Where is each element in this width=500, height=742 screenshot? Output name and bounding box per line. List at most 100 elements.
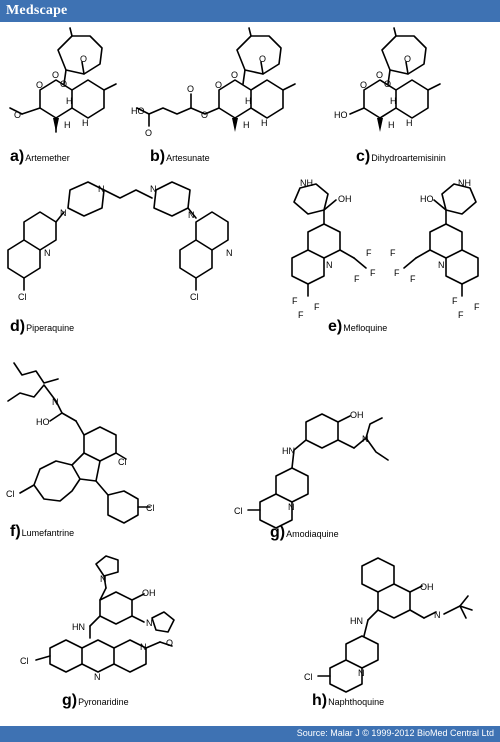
atom-label: HO	[420, 194, 434, 204]
atom-label: N	[98, 184, 105, 194]
atom-label: N	[52, 397, 59, 407]
atom-label: O	[52, 70, 59, 80]
structure-mefloquine: NH OH N F F F F F F HO NH N F F F F F F	[291, 178, 480, 320]
panel-letter: c	[356, 148, 365, 165]
structure-pyronaridine: N OH N HN N N O Cl	[20, 555, 175, 682]
caption-artesunate: b)Artesunate	[150, 148, 210, 165]
molecule-name: Artesunate	[166, 153, 210, 163]
atom-label: HO	[131, 106, 145, 116]
atom-label: F	[314, 302, 320, 312]
atom-label: OH	[350, 410, 364, 420]
structure-artesunate: HO O O O O O O H H H	[131, 27, 296, 138]
atom-label: O	[166, 638, 173, 648]
atom-label: OH	[338, 194, 352, 204]
atom-label: O	[360, 80, 367, 90]
molecule-name: Mefloquine	[343, 323, 388, 333]
atom-label: H	[82, 118, 89, 128]
atom-label: O	[80, 54, 87, 64]
caption-naphthoquine: h)Naphthoquine	[312, 692, 385, 709]
molecule-name: Pyronaridine	[78, 697, 129, 707]
panel-letter: d	[10, 318, 20, 335]
atom-label: O	[384, 79, 391, 89]
atom-label: HN	[72, 622, 85, 632]
structure-lumefantrine: N HO Cl Cl Cl	[6, 362, 155, 524]
atom-label: N	[150, 184, 157, 194]
atom-label: N	[140, 642, 147, 652]
molecule-name: Piperaquine	[26, 323, 75, 333]
atom-label: F	[354, 274, 360, 284]
atom-label: HO	[334, 110, 348, 120]
atom-label: N	[188, 210, 195, 220]
atom-label: F	[292, 296, 298, 306]
molecule-artesunate: HO O O O O O O H H H b)Artesunate	[125, 22, 325, 177]
molecule-name: Artemether	[25, 153, 70, 163]
caption-lumefantrine: f)Lumefantrine	[10, 523, 75, 540]
atom-label: HO	[36, 417, 50, 427]
atom-label: N	[94, 672, 101, 682]
structure-artemether: O O O O H H H O	[9, 27, 117, 133]
atom-label: N	[358, 668, 365, 678]
panel-letter: b	[150, 148, 160, 165]
caption-pyronaridine: g)Pyronaridine	[62, 692, 129, 709]
brand-logo: Medscape	[6, 3, 68, 18]
atom-label: H	[388, 120, 395, 130]
atom-label: O	[14, 110, 21, 120]
atom-label: NH	[458, 178, 471, 188]
atom-label: F	[370, 268, 376, 278]
structure-piperaquine: N N N N N N Cl Cl	[7, 181, 233, 302]
atom-label: Cl	[190, 292, 199, 302]
molecule-amodiaquine: OH HN N N Cl g)Amodiaquine	[230, 400, 500, 550]
footer-bar: Source: Malar J © 1999-2012 BioMed Centr…	[0, 726, 500, 742]
panel-letter: h	[312, 692, 322, 709]
panel-letter: f	[10, 523, 16, 540]
atom-label: Cl	[304, 672, 313, 682]
atom-label: N	[100, 574, 107, 584]
atom-label: N	[288, 502, 295, 512]
molecule-artemether: O O O O H H H O a)Artemether	[0, 22, 165, 177]
atom-label: HN	[350, 616, 363, 626]
atom-label: NH	[300, 178, 313, 188]
atom-label: N	[434, 610, 441, 620]
atom-label: N	[326, 260, 333, 270]
molecule-dihydroartemisinin: O O O O HO H H H c)Dihydroartemisinin	[330, 22, 500, 177]
atom-label: F	[410, 274, 416, 284]
atom-label: N	[438, 260, 445, 270]
atom-label: Cl	[20, 656, 29, 666]
panel-letter: e	[328, 318, 337, 335]
atom-label: F	[452, 296, 458, 306]
atom-label: F	[298, 310, 304, 320]
atom-label: O	[145, 128, 152, 138]
structure-dihydroartemisinin: O O O O HO H H H	[334, 27, 441, 132]
atom-label: N	[146, 618, 153, 628]
molecule-name: Amodiaquine	[286, 529, 339, 539]
atom-label: OH	[142, 588, 156, 598]
molecule-naphthoquine: OH HN N N Cl h)Naphthoquine	[270, 552, 500, 724]
atom-label: H	[390, 96, 397, 106]
atom-label: O	[201, 110, 208, 120]
caption-artemether: a)Artemether	[10, 148, 70, 165]
panel-letter: g	[62, 692, 72, 709]
atom-label: O	[376, 70, 383, 80]
atom-label: H	[406, 118, 413, 128]
molecule-mefloquine: NH OH N F F F F F F HO NH N F F F F F F …	[270, 172, 500, 352]
molecule-name: Dihydroartemisinin	[371, 153, 446, 163]
atom-label: H	[245, 96, 252, 106]
caption-piperaquine: d)Piperaquine	[10, 318, 75, 335]
atom-label: Cl	[6, 489, 15, 499]
atom-label: H	[261, 118, 268, 128]
atom-label: O	[231, 70, 238, 80]
caption-mefloquine: e)Mefloquine	[328, 318, 388, 335]
atom-label: O	[187, 84, 194, 94]
atom-label: O	[404, 54, 411, 64]
atom-label: HN	[282, 446, 295, 456]
molecule-lumefantrine: N HO Cl Cl Cl f)Lumefantrine	[0, 355, 210, 550]
atom-label: N	[60, 208, 67, 218]
structure-naphthoquine: OH HN N N Cl	[304, 557, 473, 693]
panel-letter: g	[270, 524, 280, 541]
structure-amodiaquine: OH HN N N Cl	[234, 410, 389, 529]
atom-label: O	[36, 80, 43, 90]
atom-label: H	[66, 96, 73, 106]
atom-label: N	[226, 248, 233, 258]
caption-dihydroartemisinin: c)Dihydroartemisinin	[356, 148, 446, 165]
molecule-name: Naphthoquine	[328, 697, 385, 707]
